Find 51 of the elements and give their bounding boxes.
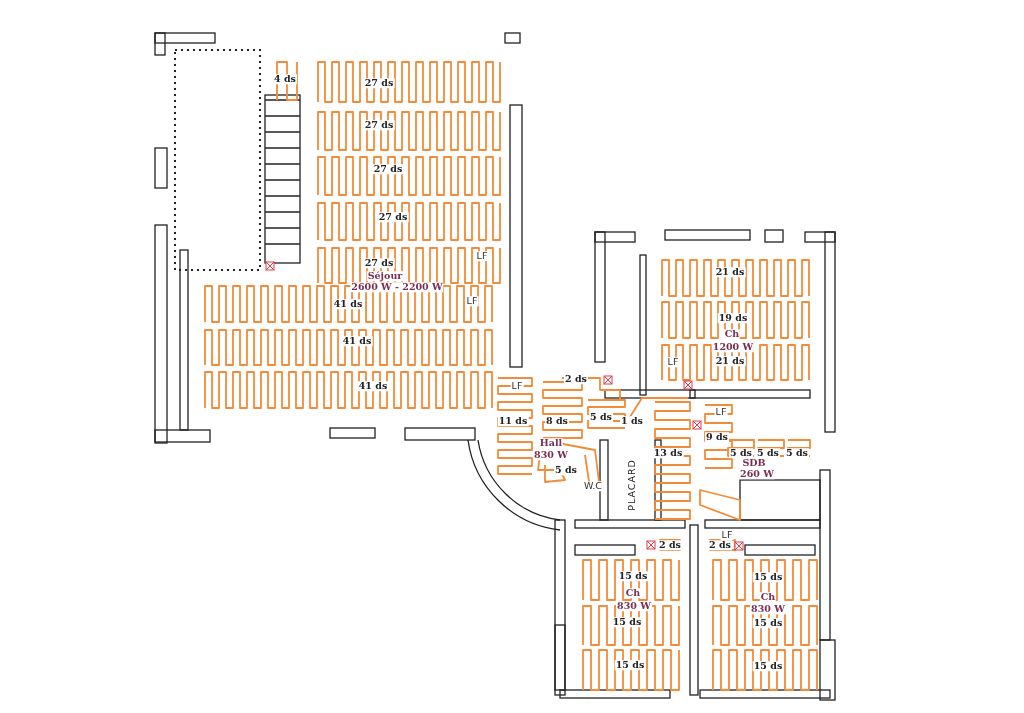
zone-label: 15 ds bbox=[752, 661, 784, 671]
zone-label: 5 ds bbox=[554, 465, 578, 475]
room-label: 260 W bbox=[739, 469, 775, 479]
room-label: SDB bbox=[741, 458, 767, 468]
zone-label: 1 ds bbox=[620, 416, 644, 426]
zone-label: 27 ds bbox=[363, 120, 395, 130]
zone-label: 2 ds bbox=[658, 540, 682, 550]
zone-label: 21 ds bbox=[714, 267, 746, 277]
room-label: Ch bbox=[624, 588, 642, 598]
zone-label: 5 ds bbox=[729, 448, 753, 458]
room-label: Ch bbox=[723, 329, 741, 339]
lf-label: W.C bbox=[583, 481, 603, 491]
zone-label: 27 ds bbox=[372, 164, 404, 174]
zone-label: 27 ds bbox=[377, 212, 409, 222]
room-label: Hall bbox=[538, 438, 564, 448]
zone-label: 4 ds bbox=[273, 74, 297, 84]
zone-label: 15 ds bbox=[611, 617, 643, 627]
lf-label: LF bbox=[475, 251, 489, 261]
room-label: 830 W bbox=[750, 604, 786, 614]
room-label: 1200 W bbox=[711, 342, 755, 352]
zone-label: 9 ds bbox=[705, 432, 729, 442]
room-label: PLACARD bbox=[627, 458, 637, 512]
zone-label: 41 ds bbox=[332, 299, 364, 309]
zone-label: 13 ds bbox=[652, 448, 684, 458]
zone-label: 41 ds bbox=[357, 381, 389, 391]
lf-label: LF bbox=[510, 381, 524, 391]
room-label: 2600 W - 2200 W bbox=[350, 282, 444, 292]
room-label: 830 W bbox=[616, 601, 652, 611]
room-label: Séjour bbox=[366, 271, 404, 281]
zone-label: 19 ds bbox=[717, 313, 749, 323]
zone-label: 41 ds bbox=[341, 336, 373, 346]
zone-label: 5 ds bbox=[756, 448, 780, 458]
zone-label: 8 ds bbox=[545, 416, 569, 426]
zone-label: 15 ds bbox=[752, 572, 784, 582]
zone-label: 2 ds bbox=[708, 540, 732, 550]
zone-label: 5 ds bbox=[785, 448, 809, 458]
zone-label: 2 ds bbox=[564, 374, 588, 384]
room-label: 830 W bbox=[533, 450, 569, 460]
lf-label: LF bbox=[720, 530, 734, 540]
zone-label: 21 ds bbox=[714, 356, 746, 366]
zone-label: 15 ds bbox=[752, 618, 784, 628]
zone-label: 15 ds bbox=[614, 660, 646, 670]
zone-label: 27 ds bbox=[363, 78, 395, 88]
lf-label: LF bbox=[714, 407, 728, 417]
zone-label: 5 ds bbox=[589, 412, 613, 422]
lf-label: LF bbox=[465, 296, 479, 306]
lf-label: LF bbox=[666, 357, 680, 367]
room-label: Ch bbox=[759, 592, 777, 602]
zone-label: 11 ds bbox=[497, 416, 529, 426]
zone-label: 15 ds bbox=[617, 571, 649, 581]
zone-label: 27 ds bbox=[363, 258, 395, 268]
